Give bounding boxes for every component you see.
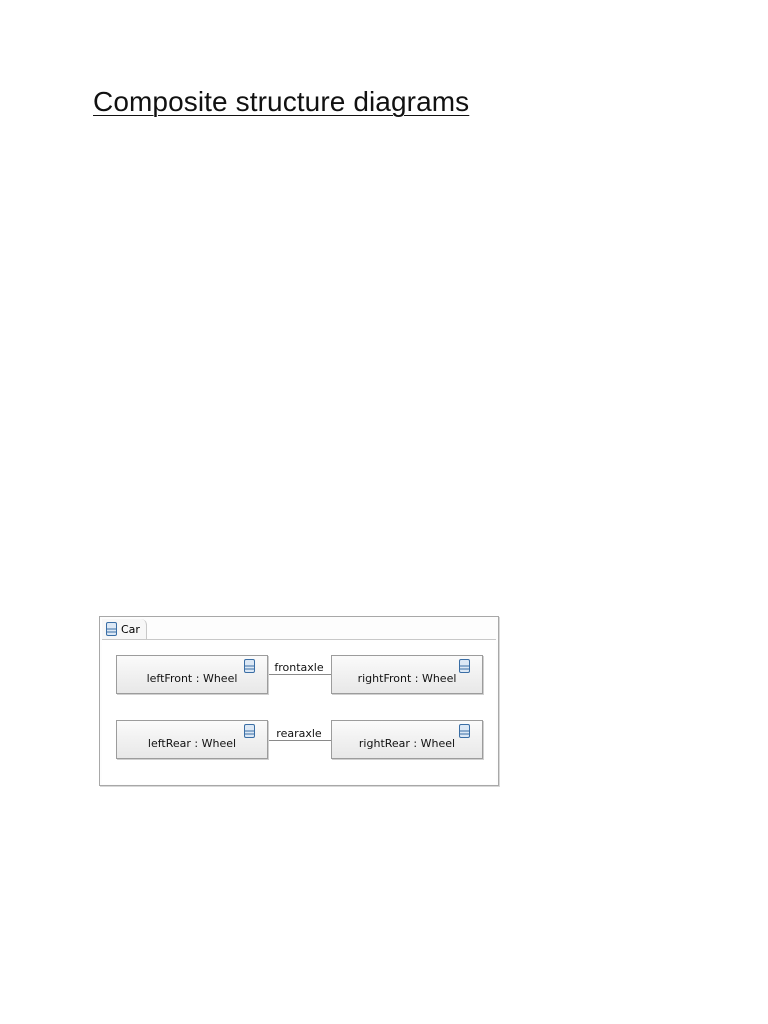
part-right-rear[interactable]: rightRear : Wheel <box>331 720 483 759</box>
composite-structure-diagram: Car frontaxle rearaxle leftFront : Wheel… <box>99 616 499 786</box>
class-icon <box>459 724 470 738</box>
car-classifier-label: Car <box>121 622 140 636</box>
part-left-rear[interactable]: leftRear : Wheel <box>116 720 268 759</box>
part-right-front-label: rightFront : Wheel <box>357 672 457 685</box>
part-left-rear-label: leftRear : Wheel <box>147 737 237 750</box>
part-left-front[interactable]: leftFront : Wheel <box>116 655 268 694</box>
frontaxle-connector[interactable] <box>267 674 331 675</box>
rearaxle-label: rearaxle <box>276 727 322 740</box>
class-icon <box>459 659 470 673</box>
class-icon <box>244 724 255 738</box>
class-icon <box>244 659 255 673</box>
part-right-rear-label: rightRear : Wheel <box>358 737 456 750</box>
part-right-front[interactable]: rightFront : Wheel <box>331 655 483 694</box>
class-icon <box>106 622 117 636</box>
page-title: Composite structure diagrams <box>93 86 470 117</box>
part-left-front-label: leftFront : Wheel <box>146 672 238 685</box>
frontaxle-label: frontaxle <box>274 661 324 674</box>
rearaxle-connector[interactable] <box>267 740 331 741</box>
car-frame[interactable]: Car <box>99 616 499 786</box>
car-frame-tab: Car <box>102 619 147 639</box>
